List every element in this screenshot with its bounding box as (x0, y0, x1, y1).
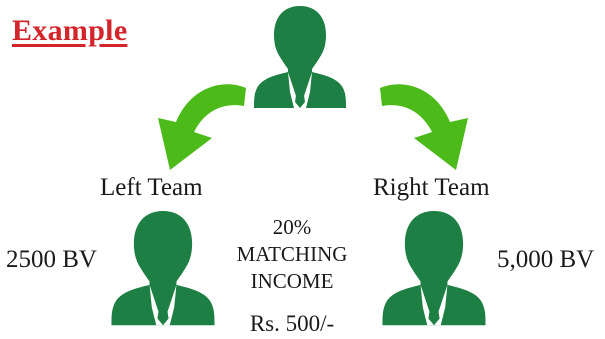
matching-income-text: 20% MATCHING INCOME (222, 214, 362, 295)
top-person-icon (250, 4, 350, 108)
left-team-bv: 2500 BV (6, 246, 97, 273)
right-person-icon (378, 206, 490, 328)
right-team-bv: 5,000 BV (497, 246, 595, 273)
right-team-label: Right Team (373, 174, 490, 201)
arrow-down-left-icon (148, 80, 248, 177)
matching-percent: 20% (272, 215, 312, 239)
left-person-icon (107, 206, 219, 328)
left-team-label: Left Team (100, 174, 203, 201)
matching-line-2: INCOME (250, 269, 334, 293)
arrow-down-right-icon (378, 80, 478, 177)
matching-amount: Rs. 500/- (249, 311, 335, 336)
diagram-title: Example (12, 14, 128, 47)
matching-line-1: MATCHING (236, 242, 348, 266)
